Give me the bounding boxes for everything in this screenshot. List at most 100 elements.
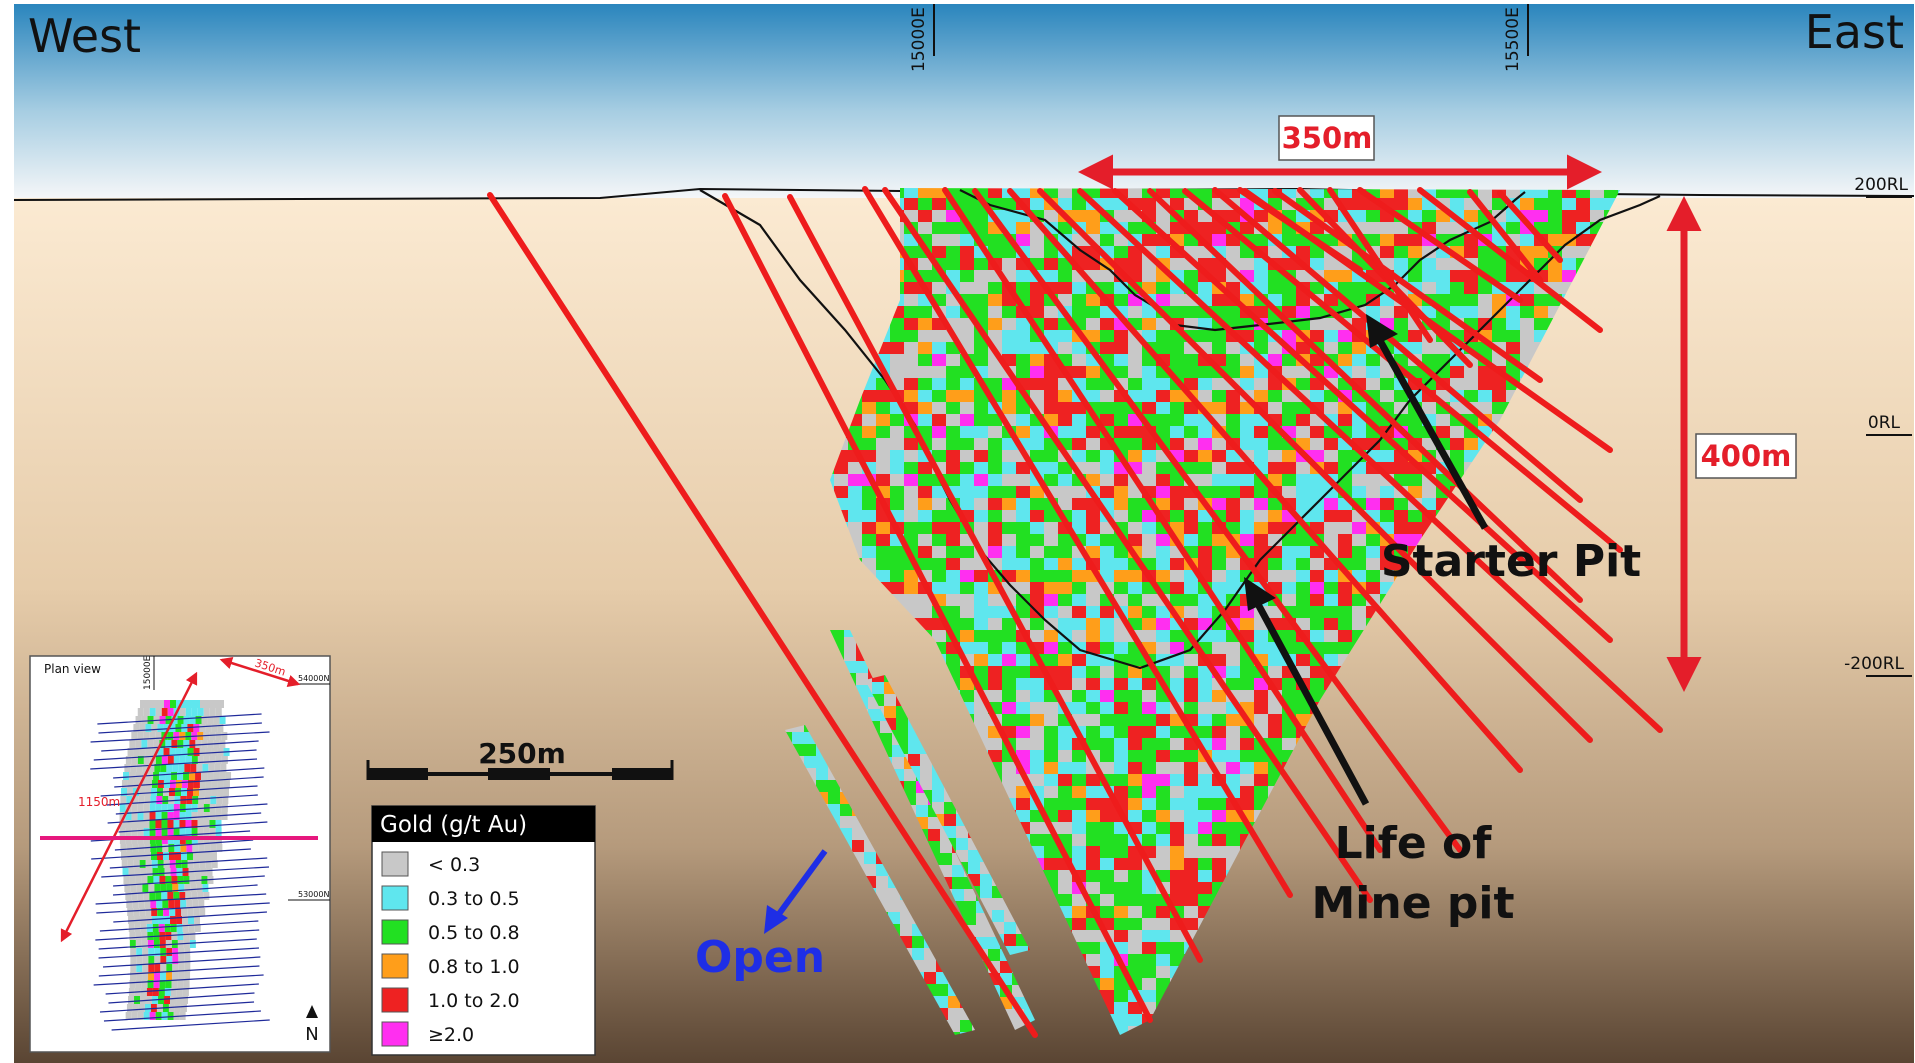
grade-block — [1142, 810, 1156, 822]
grade-block — [932, 234, 946, 246]
grade-block — [904, 462, 918, 474]
grade-block — [1352, 354, 1366, 366]
grade-block — [1212, 546, 1226, 558]
grade-block — [904, 354, 918, 366]
grade-block — [1296, 534, 1310, 546]
grade-block — [1044, 366, 1058, 378]
grade-block — [1380, 486, 1394, 498]
grade-block — [1170, 474, 1184, 486]
grade-block — [1422, 188, 1436, 198]
grade-block — [918, 342, 932, 354]
grade-block — [1058, 678, 1072, 690]
grade-block — [1324, 450, 1338, 462]
grade-block — [1100, 450, 1114, 462]
grade-block — [1562, 258, 1576, 270]
grade-block — [1534, 188, 1548, 198]
grade-block — [1156, 702, 1170, 714]
grade-block — [1114, 582, 1128, 594]
grade-block — [946, 234, 960, 246]
grade-block — [1100, 810, 1114, 822]
grade-block — [1142, 918, 1156, 930]
grade-block — [1338, 270, 1352, 282]
grade-block — [1184, 498, 1198, 510]
grade-block — [1324, 462, 1338, 474]
grade-block — [988, 330, 1002, 342]
grade-block — [918, 486, 932, 498]
grade-block — [1142, 750, 1156, 762]
grade-block — [1184, 366, 1198, 378]
grade-block — [1016, 486, 1030, 498]
grade-block — [1114, 510, 1128, 522]
grade-block — [1380, 390, 1394, 402]
grade-block — [1352, 606, 1366, 618]
grade-block — [974, 498, 988, 510]
grade-block — [1464, 438, 1478, 450]
grade-block — [1324, 594, 1338, 606]
grade-block — [918, 222, 932, 234]
grade-block — [1310, 618, 1324, 630]
grade-block — [1408, 270, 1422, 282]
grade-block — [946, 570, 960, 582]
grade-block — [1002, 774, 1016, 786]
grade-block — [1296, 546, 1310, 558]
grade-block — [1156, 342, 1170, 354]
grade-block — [1184, 798, 1198, 810]
grade-block — [1394, 510, 1408, 522]
grade-block — [904, 378, 918, 390]
grade-block — [1338, 594, 1352, 606]
grade-block — [1072, 354, 1086, 366]
grade-block — [988, 606, 1002, 618]
grade-block — [1086, 822, 1100, 834]
grade-block — [1156, 188, 1170, 198]
grade-block — [1226, 522, 1240, 534]
grade-block — [1282, 188, 1296, 198]
grade-block — [1212, 858, 1226, 870]
grade-block — [1170, 188, 1184, 198]
grade-block — [1198, 894, 1212, 906]
grade-block — [1240, 690, 1254, 702]
grade-block — [946, 354, 960, 366]
grade-block — [946, 210, 960, 222]
grade-block — [904, 450, 918, 462]
grade-block — [1128, 810, 1142, 822]
grade-block — [1282, 678, 1296, 690]
grade-block — [918, 354, 932, 366]
grade-block — [1030, 570, 1044, 582]
grade-block — [848, 474, 862, 486]
grade-block — [974, 666, 988, 678]
grade-block — [1254, 558, 1268, 570]
grade-block — [1100, 702, 1114, 714]
grade-block — [1198, 846, 1212, 858]
grade-block — [1030, 294, 1044, 306]
grade-block — [1310, 666, 1324, 678]
grade-block — [1072, 702, 1086, 714]
grade-block — [1170, 774, 1184, 786]
grade-block — [960, 582, 974, 594]
grade-block — [960, 330, 974, 342]
grade-block — [1212, 642, 1226, 654]
grade-block — [1380, 570, 1394, 582]
grade-block — [1226, 666, 1240, 678]
grade-block — [1548, 234, 1562, 246]
grade-block — [1562, 246, 1576, 258]
grade-block — [1086, 294, 1100, 306]
grade-block — [1408, 234, 1422, 246]
grade-block — [932, 390, 946, 402]
grade-block — [862, 534, 876, 546]
grade-block — [1114, 282, 1128, 294]
grade-block — [1604, 188, 1618, 198]
grade-block — [974, 582, 988, 594]
grade-block — [1422, 486, 1436, 498]
grade-block — [1030, 354, 1044, 366]
grade-block — [1198, 438, 1212, 450]
grade-block — [1478, 402, 1492, 414]
grade-block — [1380, 234, 1394, 246]
grade-block — [1128, 342, 1142, 354]
grade-block — [1380, 558, 1394, 570]
grade-block — [1478, 188, 1492, 198]
grade-block — [1268, 462, 1282, 474]
grade-block — [1380, 222, 1394, 234]
grade-block — [1548, 222, 1562, 234]
grade-block — [904, 781, 916, 793]
grade-block — [1156, 282, 1170, 294]
